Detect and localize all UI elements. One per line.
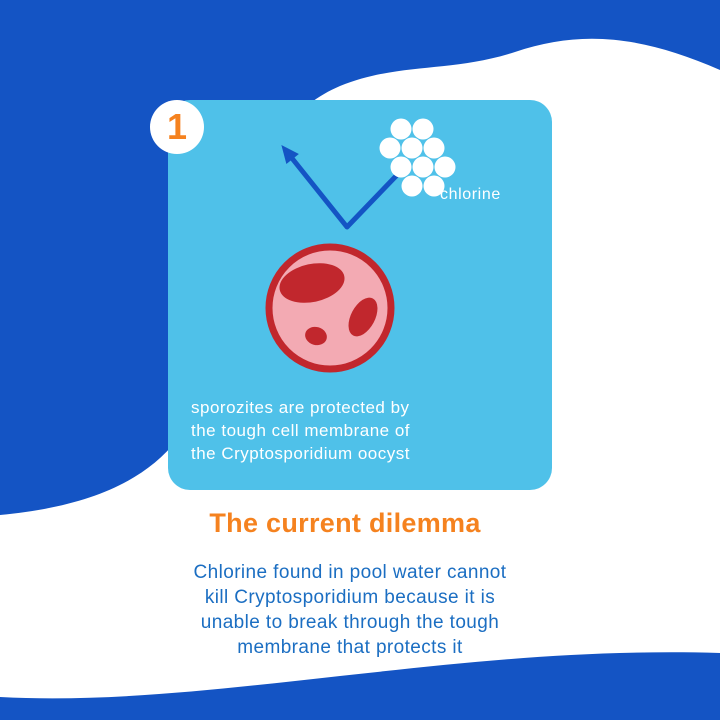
bottom-wave [0, 652, 720, 720]
body-line: Chlorine found in pool water cannot [193, 562, 507, 583]
step-number: 1 [166, 106, 188, 147]
caption-line: the Cryptosporidium oocyst [191, 444, 410, 463]
caption-line: the tough cell membrane of [191, 421, 411, 440]
body-line: unable to break through the tough [200, 612, 500, 633]
caption-line: sporozites are protected by [191, 398, 410, 417]
step-badge: 1 [150, 100, 204, 154]
panel-caption: sporozites are protected by the tough ce… [191, 396, 410, 465]
section-body: Chlorine found in pool water cannot kill… [0, 560, 700, 660]
section-heading: The current dilemma [209, 508, 481, 538]
chlorine-label: chlorine [440, 186, 501, 203]
body-line: membrane that protects it [237, 637, 463, 658]
body-line: kill Cryptosporidium because it is [204, 587, 496, 608]
